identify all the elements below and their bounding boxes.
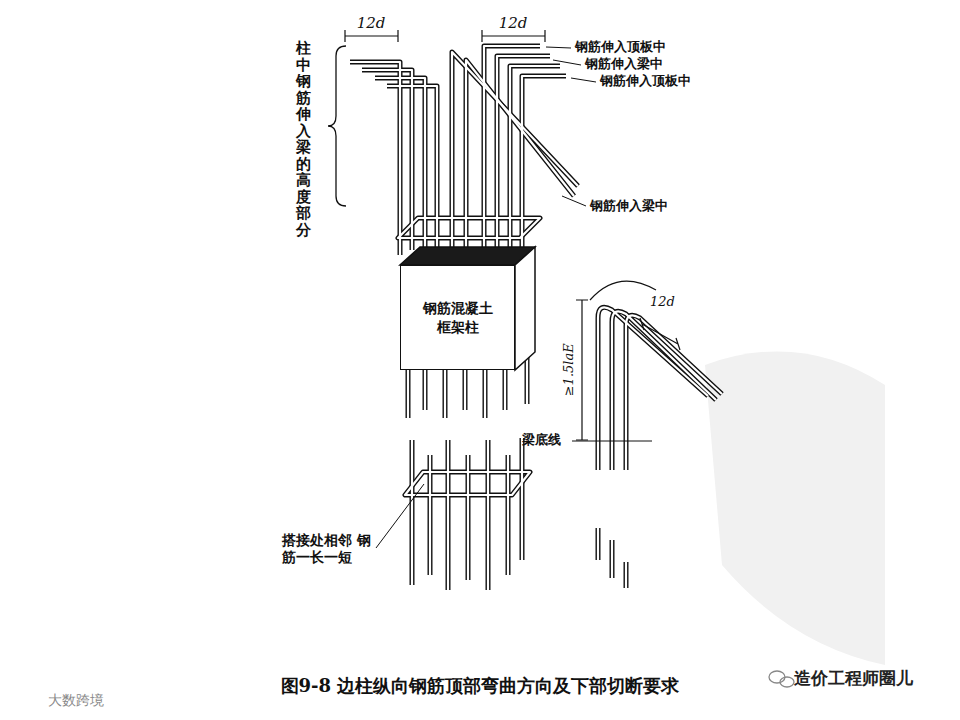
callout-text: 钢筋伸入顶板中 (575, 39, 666, 55)
column-front-face: 钢筋混凝土 框架柱 (400, 265, 515, 370)
dimension-text: 12d (499, 14, 528, 32)
wechat-icon (769, 671, 794, 687)
column-label: 钢筋混凝土 框架柱 (420, 299, 494, 337)
callout-text: 钢筋伸入顶板中 (600, 73, 691, 89)
dimension-text: 12d (357, 14, 386, 32)
rebar-fill (350, 46, 722, 590)
rebar-outline (350, 46, 722, 590)
node-body: 钢筋混凝土 框架柱 (420, 299, 494, 337)
dimension-text: ≥1.5laE (560, 344, 576, 397)
watermark-shape (705, 351, 885, 665)
lap-note: 搭接处相邻 钢筋一长一短 (282, 532, 374, 566)
watermark: 大数跨境 (48, 692, 104, 709)
figure-caption: 图9-8 边柱纵向钢筋顶部弯曲方向及下部切断要求 (281, 674, 680, 698)
callout-text: 钢筋伸入梁中 (585, 56, 663, 72)
vertical-note: 柱中钢筋伸入梁的高度部分 (296, 40, 311, 238)
watermark: 造价工程师圈儿 (794, 668, 913, 688)
column-side-face (515, 247, 535, 370)
brace (328, 46, 346, 206)
dimension-lines (345, 30, 680, 440)
leader-lines (376, 47, 652, 548)
column-top-face (400, 247, 535, 265)
callout-text: 钢筋伸入梁中 (590, 198, 668, 214)
beam-bottom-label: 梁底线 (522, 432, 561, 448)
dimension-text: 12d (650, 294, 675, 310)
